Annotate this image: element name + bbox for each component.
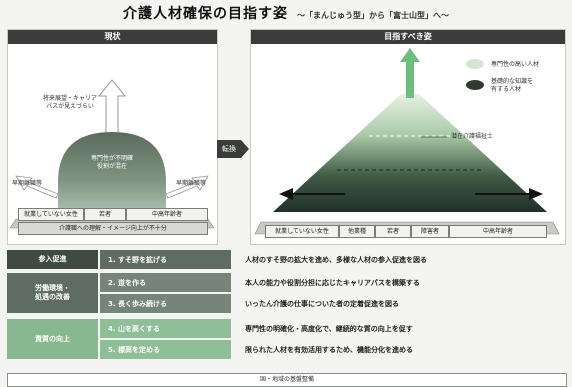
right-dropout-label: 早期離職等 [176, 180, 207, 187]
legend-basic: 基礎的な知識を 有する人材 [491, 78, 534, 93]
target-group-other-industry: 他業種 [339, 225, 375, 238]
dome-label: 専門性が不明確 役割が混在 [90, 155, 133, 170]
legend-dark-swatch [466, 80, 484, 90]
action-number: 1. [108, 255, 116, 264]
manju-dome [58, 132, 166, 219]
action-row: 参入促進 1. すそ野を拡げる 人材のすそ野の拡大を進め、多様な人材の参入促進を… [7, 250, 567, 269]
target-group-youth: 若者 [375, 225, 411, 238]
left-spread-arrow-icon [279, 188, 293, 200]
summit-arrow-icon [400, 48, 420, 98]
title-main: 介護人材確保の目指す姿 [122, 6, 288, 22]
action-step: 3. 長く歩み続ける [100, 294, 231, 313]
action-description: 本人の能力や役割分担に応じたキャリアパスを構築する [245, 278, 420, 287]
page-title: 介護人材確保の目指す姿 ～「まんじゅう型」から「富士山型」へ～ [0, 3, 572, 23]
action-title: 山を高くする [117, 324, 160, 333]
transition-arrow-head-icon [241, 140, 249, 158]
category-merged-cell: 資質の向上 [7, 319, 98, 359]
group-box-middle-aged: 中高年齢者 [126, 208, 208, 221]
current-state-panel: 現状 将来展望・キャリア パスが見えづらい 専門性が不明確 役割が混在 早期離職… [7, 29, 218, 245]
legend-expert: 専門性の高い人材 [491, 61, 540, 68]
action-title: 長く歩み続ける [117, 299, 167, 308]
target-group-disabled: 障害者 [411, 225, 449, 238]
action-description: 専門性の明確化・高度化で、継続的な質の向上を促す [245, 324, 413, 333]
action-description: 人材のすそ野の拡大を進め、多様な人材の参入促進を図る [245, 255, 427, 264]
action-step: 5. 標高を定める [100, 340, 231, 359]
target-state-header: 目指すべき姿 [251, 30, 565, 44]
action-row: 2. 道を作る 本人の能力や役割分担に応じたキャリアパスを構築する [7, 273, 567, 292]
action-number: 5. [108, 345, 116, 354]
left-dropout-label: 早期離職等 [12, 180, 43, 187]
action-step: 2. 道を作る [100, 273, 231, 292]
career-path-note: 将来展望・キャリア パスが見えづらい [42, 95, 97, 110]
action-description: いったん介護の仕事についた者の定着促進を図る [245, 299, 399, 308]
action-number: 2. [108, 278, 116, 287]
action-step: 4. 山を高くする [100, 319, 231, 338]
action-row: 5. 標高を定める 限られた人材を有効活用するため、機能分化を進める [7, 340, 567, 359]
target-group-women: 就業していない女性 [265, 225, 339, 238]
action-title: すそ野を拡げる [117, 255, 167, 264]
left-dropout-arrow-icon [15, 175, 59, 199]
action-description: 限られた人材を有効活用するため、機能分化を進める [245, 345, 413, 354]
action-title: 道を作る [117, 278, 146, 287]
fuji-mountain [273, 94, 547, 212]
category-merged-cell: 労働環境・ 処遇の改善 [7, 273, 98, 313]
transition-arrow: 転換 [217, 140, 241, 158]
action-number: 3. [108, 299, 116, 308]
action-row: 4. 山を高くする 専門性の明確化・高度化で、継続的な質の向上を促す [7, 319, 567, 338]
target-group-middle-aged: 中高年齢者 [449, 225, 547, 238]
career-path-arrow-icon [97, 79, 127, 135]
action-title: 標高を定める [117, 345, 160, 354]
action-row: 3. 長く歩み続ける いったん介護の仕事についた者の定着促進を図る [7, 294, 567, 313]
group-box-women: 就業していない女性 [18, 208, 84, 221]
title-sub: ～「まんじゅう型」から「富士山型」へ～ [297, 11, 450, 20]
target-state-panel: 目指すべき姿 専門性の高い人材 基礎的な知識を 有する人材 潜在介護福祉 [250, 29, 566, 245]
target-state-illustration [254, 48, 560, 235]
legend-light-swatch [466, 59, 484, 69]
action-step: 1. すそ野を拡げる [100, 250, 231, 269]
legend-latent: 潜在介護福祉士 [451, 133, 494, 140]
understanding-bar: 介護職への理解・イメージ向上が不十分 [18, 222, 208, 235]
action-number: 4. [108, 324, 116, 333]
current-state-header: 現状 [8, 30, 217, 44]
right-dropout-arrow-icon [165, 175, 209, 199]
right-spread-arrow-icon [529, 188, 543, 200]
group-box-youth: 若者 [84, 208, 126, 221]
action-category: 参入促進 [7, 250, 98, 269]
